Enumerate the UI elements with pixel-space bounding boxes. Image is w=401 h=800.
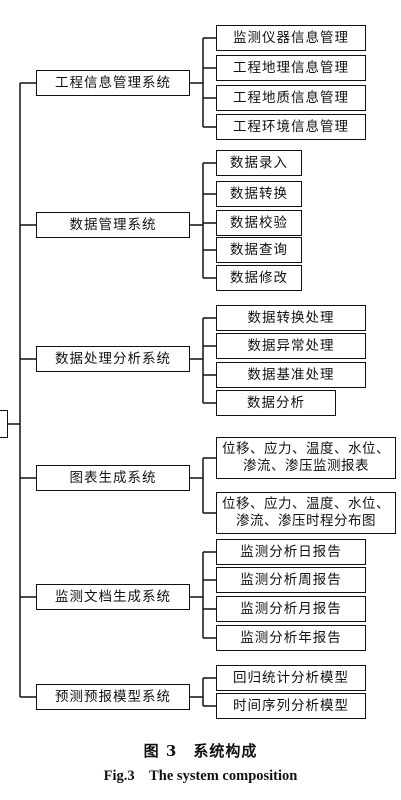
leaf-node: 监测分析月报告 bbox=[216, 596, 366, 622]
leaf-node: 数据异常处理 bbox=[216, 333, 366, 359]
group-node: 图表生成系统 bbox=[36, 465, 190, 491]
root-node bbox=[0, 410, 8, 438]
leaf-node: 数据分析 bbox=[216, 390, 336, 416]
figure-caption-english: Fig.3 The system composition bbox=[103, 768, 298, 784]
leaf-node: 数据基准处理 bbox=[216, 362, 366, 388]
leaf-node: 时间序列分析模型 bbox=[216, 693, 366, 719]
leaf-node: 回归统计分析模型 bbox=[216, 665, 366, 691]
leaf-node: 监测仪器信息管理 bbox=[216, 25, 366, 51]
leaf-node: 数据转换处理 bbox=[216, 305, 366, 331]
group-node: 工程信息管理系统 bbox=[36, 70, 190, 96]
leaf-node: 数据查询 bbox=[216, 237, 302, 263]
leaf-node: 数据录入 bbox=[216, 150, 302, 176]
leaf-node: 监测分析日报告 bbox=[216, 539, 366, 565]
leaf-node: 位移、应力、温度、水位、渗流、渗压监测报表 bbox=[216, 437, 396, 479]
group-node: 数据管理系统 bbox=[36, 212, 190, 238]
leaf-node: 监测分析周报告 bbox=[216, 567, 366, 593]
leaf-node: 工程环境信息管理 bbox=[216, 114, 366, 140]
leaf-node: 数据修改 bbox=[216, 265, 302, 291]
leaf-node: 监测分析年报告 bbox=[216, 625, 366, 651]
leaf-node: 工程地理信息管理 bbox=[216, 55, 366, 81]
leaf-node: 工程地质信息管理 bbox=[216, 85, 366, 111]
figure-caption-chinese: 图 3 系统构成 bbox=[143, 742, 258, 760]
leaf-node: 数据转换 bbox=[216, 181, 302, 207]
group-node: 数据处理分析系统 bbox=[36, 346, 190, 372]
group-node: 监测文档生成系统 bbox=[36, 584, 190, 610]
leaf-node: 数据校验 bbox=[216, 210, 302, 236]
group-node: 预测预报模型系统 bbox=[36, 684, 190, 710]
leaf-node: 位移、应力、温度、水位、渗流、渗压时程分布图 bbox=[216, 492, 396, 534]
